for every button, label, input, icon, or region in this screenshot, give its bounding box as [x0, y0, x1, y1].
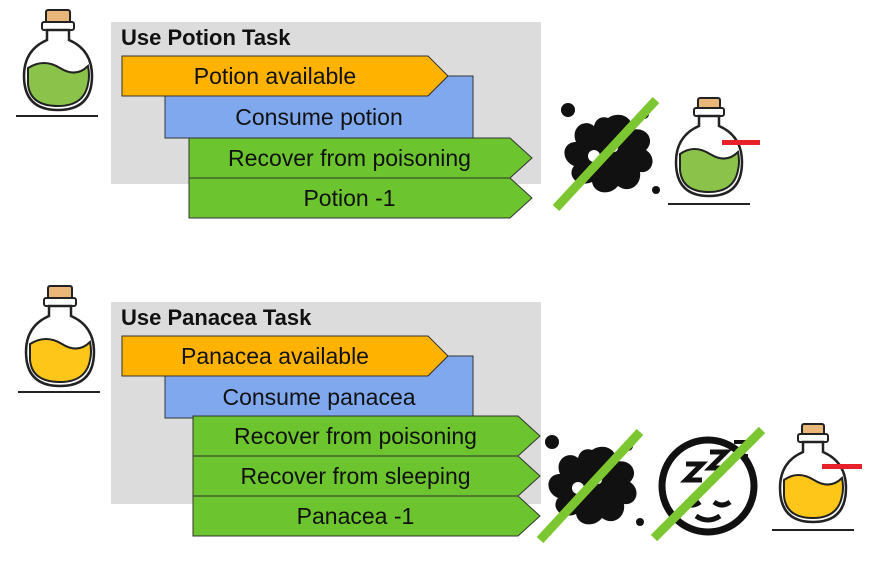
potion-action-label: Consume potion	[235, 103, 403, 130]
panacea-effect-label-2: Recover from sleeping	[240, 462, 471, 489]
panacea-effect-label-3: Panacea -1	[296, 502, 415, 529]
panacea-task-title: Use Panacea Task	[121, 305, 312, 330]
yellow-panacea-icon	[18, 285, 100, 393]
poison-splat-crossed-icon	[536, 428, 644, 544]
poison-splat-crossed-icon	[552, 96, 660, 212]
sleep-face-crossed-icon	[650, 426, 766, 542]
yellow-panacea-minus-icon	[772, 423, 862, 531]
panacea-condition-label: Panacea available	[181, 342, 369, 369]
potion-effect-label-1: Recover from poisoning	[228, 144, 471, 171]
panacea-action-label: Consume panacea	[222, 383, 416, 410]
potion-effect-label-2: Potion -1	[303, 184, 396, 211]
green-potion-icon	[16, 9, 98, 117]
panacea-effect-label-1: Recover from poisoning	[234, 422, 477, 449]
potion-task-title: Use Potion Task	[121, 25, 291, 50]
green-potion-minus-icon	[668, 97, 760, 205]
potion-condition-label: Potion available	[193, 62, 357, 89]
